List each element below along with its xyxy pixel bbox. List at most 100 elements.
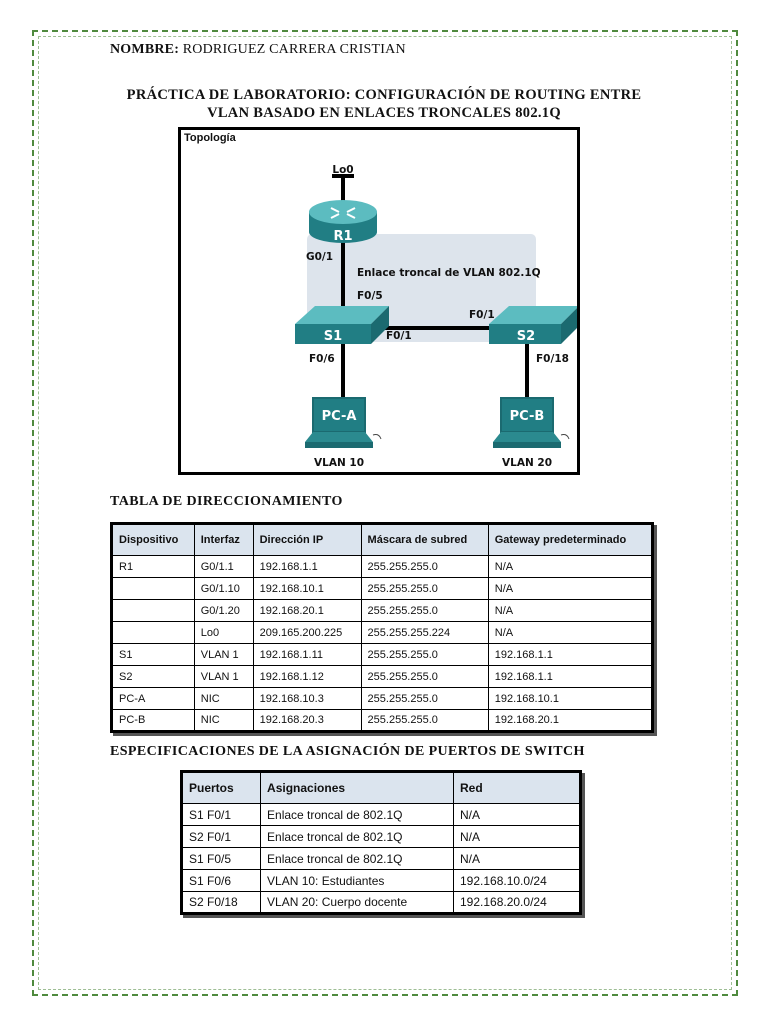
table-cell: 255.255.255.0 [360,577,489,600]
table-cell: 255.255.255.0 [360,599,489,622]
topology-label: Topología [184,132,236,144]
table-cell: S2 [111,665,195,688]
table-cell: Lo0 [193,621,254,644]
table-cell: 192.168.20.1 [252,599,362,622]
table-cell: NIC [193,687,254,710]
f06-label: F0/6 [309,353,335,365]
title-line-1: PRÁCTICA DE LABORATORIO: CONFIGURACIÓN D… [126,87,642,103]
table-cell: N/A [453,803,581,826]
table-cell: VLAN 10: Estudiantes [260,869,454,892]
name-value: RODRIGUEZ CARRERA CRISTIAN [182,42,406,57]
pc-b-icon [493,397,570,448]
g01-label: G0/1 [306,251,333,263]
table-cell: 192.168.20.1 [487,709,654,732]
router-r1-icon [309,200,377,243]
table-cell: VLAN 1 [193,665,254,688]
pcb-label: PC-B [510,409,545,424]
table-cell: 192.168.10.3 [252,687,362,710]
table-cell: N/A [487,555,654,578]
table-cell [111,577,195,600]
table-cell: S1 F0/1 [180,803,262,826]
f01-right-label: F0/1 [469,309,495,321]
table-cell: 192.168.20.3 [252,709,362,732]
addressing-header-row: Dispositivo Interfaz Dirección IP Máscar… [111,523,654,556]
vlan10-label: VLAN 10 [314,457,364,469]
table-cell: PC-B [111,709,195,732]
table-cell: 255.255.255.0 [360,709,489,732]
table-cell: 255.255.255.0 [360,643,489,666]
header-cell: Gateway predeterminado [487,523,654,556]
table-cell: 255.255.255.0 [360,687,489,710]
table-cell: PC-A [111,687,195,710]
table-cell: 192.168.10.0/24 [453,869,581,892]
pc-a-icon [305,397,382,448]
s1-label: S1 [324,329,342,344]
page-border-inner [38,36,732,990]
f05-label: F0/5 [357,290,383,302]
table-cell: 192.168.1.12 [252,665,362,688]
table-cell [111,621,195,644]
table-cell: 192.168.20.0/24 [453,891,581,914]
author-line: NOMBRE: RODRIGUEZ CARRERA CRISTIAN [110,42,406,58]
table-cell: 255.255.255.0 [360,555,489,578]
name-label: NOMBRE: [110,42,180,57]
table-cell: N/A [453,825,581,848]
table-cell: VLAN 1 [193,643,254,666]
title-line-2: VLAN BASADO EN ENLACES TRONCALES 802.1Q [207,105,561,121]
router-label: R1 [333,229,352,244]
f01-left-label: F0/1 [386,330,412,342]
table-cell: S2 F0/18 [180,891,262,914]
switch-s2-icon [489,306,577,344]
topology-diagram: Topología R1 Lo0 G0/1 Enlace troncal de … [178,127,580,475]
header-cell: Asignaciones [260,771,454,804]
page-border [32,30,738,996]
table-cell: VLAN 20: Cuerpo docente [260,891,454,914]
switch-s1-icon [295,306,389,344]
table-cell: N/A [487,621,654,644]
table-cell: S1 [111,643,195,666]
table-cell [111,599,195,622]
ports-section-title: ESPECIFICACIONES DE LA ASIGNACIÓN DE PUE… [110,744,585,759]
header-cell: Dirección IP [252,523,362,556]
addressing-section-title: TABLA DE DIRECCIONAMIENTO [110,494,343,509]
table-cell: G0/1.20 [193,599,254,622]
table-cell: N/A [487,599,654,622]
table-cell: S1 F0/6 [180,869,262,892]
table-cell: 192.168.1.1 [487,643,654,666]
table-cell: 192.168.1.1 [487,665,654,688]
table-cell: 192.168.1.1 [252,555,362,578]
header-cell: Red [453,771,581,804]
pca-label: PC-A [322,409,357,424]
table-cell: Enlace troncal de 802.1Q [260,847,454,870]
table-cell: S2 F0/1 [180,825,262,848]
header-cell: Máscara de subred [360,523,489,556]
vlan20-label: VLAN 20 [502,457,552,469]
header-cell: Dispositivo [111,523,195,556]
trunk-label: Enlace troncal de VLAN 802.1Q [357,267,541,279]
table-cell: R1 [111,555,195,578]
header-cell: Interfaz [193,523,254,556]
table-cell: G0/1.10 [193,577,254,600]
table-cell: 192.168.10.1 [252,577,362,600]
header-cell: Puertos [180,771,262,804]
ports-header-row: Puertos Asignaciones Red [180,771,581,804]
table-cell: N/A [453,847,581,870]
lo0-label: Lo0 [332,164,353,176]
addressing-table: Dispositivo Interfaz Dirección IP Máscar… [110,522,654,733]
table-cell: S1 F0/5 [180,847,262,870]
table-cell: N/A [487,577,654,600]
table-cell: 192.168.10.1 [487,687,654,710]
